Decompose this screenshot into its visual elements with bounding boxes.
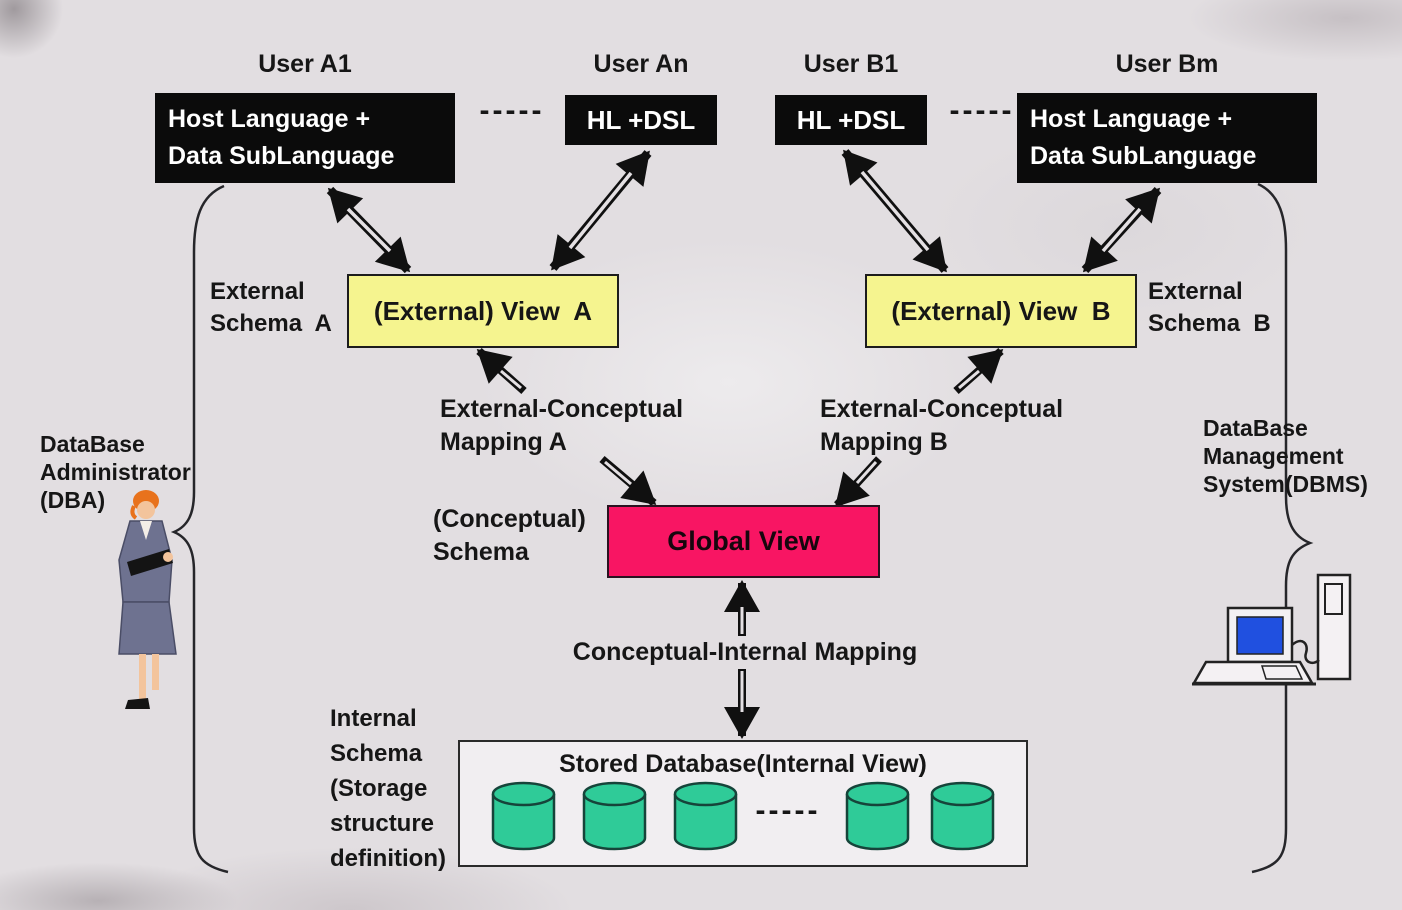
arrow-userb1-viewb bbox=[841, 149, 949, 273]
label-line: External-Conceptual bbox=[440, 395, 684, 423]
external-conceptual-mapping-b-label: External-Conceptual Mapping B bbox=[820, 393, 1063, 459]
internal-schema-label: Internal Schema (Storage structure defin… bbox=[330, 701, 446, 876]
label-line: Mapping B bbox=[820, 428, 948, 456]
label-line: System(DBMS) bbox=[1203, 471, 1368, 497]
global-view-box: Global View bbox=[607, 505, 880, 578]
cylinder-icon bbox=[845, 781, 910, 851]
label-line: DataBase bbox=[1203, 415, 1308, 441]
label-line: Internal bbox=[330, 705, 417, 732]
user-an-label: User An bbox=[593, 50, 689, 78]
arrow-usera1-viewa bbox=[326, 186, 412, 274]
mapping-b-to-global-arrow bbox=[834, 456, 882, 508]
user-b1-language-box: HL +DSL bbox=[775, 95, 927, 145]
external-schema-b-label: External Schema B bbox=[1148, 276, 1271, 340]
external-view-a-box: (External) View A bbox=[347, 274, 619, 348]
mapping-a-to-view-arrow bbox=[476, 348, 527, 394]
label-line: External bbox=[1148, 278, 1243, 305]
label-line: DataBase bbox=[40, 431, 145, 457]
label-line: External bbox=[210, 278, 305, 305]
language-box-line: Data SubLanguage bbox=[1030, 142, 1257, 170]
language-box-line: Host Language + bbox=[1030, 105, 1233, 133]
external-schema-a-label: External Schema A bbox=[210, 276, 332, 340]
dba-label: DataBase Administrator (DBA) bbox=[40, 430, 191, 514]
database-cylinders bbox=[491, 781, 995, 851]
label-line: External-Conceptual bbox=[820, 395, 1064, 423]
dbms-label: DataBase Management System(DBMS) bbox=[1203, 414, 1368, 498]
user-bm-label: User Bm bbox=[1115, 50, 1219, 78]
mapping-a-to-global-arrow bbox=[599, 455, 657, 507]
external-conceptual-mapping-a-label: External-Conceptual Mapping A bbox=[440, 393, 683, 459]
cylinder-icon bbox=[930, 781, 995, 851]
stored-database-box: Stored Database(Internal View) bbox=[458, 740, 1028, 867]
cylinder-icon bbox=[491, 781, 556, 851]
label-line: Mapping A bbox=[440, 428, 567, 456]
cylinder-row-dashes: ----- bbox=[755, 794, 821, 827]
label-line: structure bbox=[330, 810, 435, 837]
cylinder-icon bbox=[673, 781, 738, 851]
label-line: Management bbox=[1203, 443, 1344, 469]
arrow-userbm-viewb bbox=[1081, 186, 1162, 274]
external-view-b-box: (External) View B bbox=[865, 274, 1137, 348]
user-a1-label: User A1 bbox=[258, 50, 352, 78]
language-box-line: Data SubLanguage bbox=[168, 142, 395, 170]
conceptual-internal-mapping-label: Conceptual-Internal Mapping bbox=[572, 638, 918, 666]
label-line: (DBA) bbox=[40, 487, 106, 513]
cylinder-icon bbox=[582, 781, 647, 851]
user-row-dashes-right: ----- bbox=[949, 94, 1015, 127]
language-box-line: HL +DSL bbox=[796, 104, 906, 135]
label-line: Schema A bbox=[210, 310, 332, 337]
label-line: Administrator bbox=[40, 459, 191, 485]
label-line: Schema bbox=[433, 538, 529, 566]
label-line: Schema B bbox=[1148, 310, 1271, 337]
user-an-language-box: HL +DSL bbox=[565, 95, 717, 145]
user-row-dashes-left: ----- bbox=[479, 94, 545, 127]
label-line: definition) bbox=[330, 845, 446, 872]
dbms-computer-icon bbox=[1191, 573, 1352, 686]
arrow-useran-viewa bbox=[549, 150, 652, 271]
user-b1-label: User B1 bbox=[803, 50, 899, 78]
user-bm-language-box: Host Language + Data SubLanguage bbox=[1017, 93, 1317, 183]
mapping-b-to-view-arrow bbox=[953, 348, 1004, 394]
user-a1-language-box: Host Language + Data SubLanguage bbox=[155, 93, 455, 183]
language-box-line: HL +DSL bbox=[586, 104, 696, 135]
label-line: Schema bbox=[330, 740, 423, 767]
dba-person-icon bbox=[118, 490, 177, 709]
language-box-line: Host Language + bbox=[168, 105, 371, 133]
conceptual-schema-label: (Conceptual) Schema bbox=[433, 503, 586, 569]
label-line: (Storage bbox=[330, 775, 428, 802]
stored-database-title: Stored Database(Internal View) bbox=[559, 750, 927, 778]
label-line: (Conceptual) bbox=[433, 505, 586, 533]
